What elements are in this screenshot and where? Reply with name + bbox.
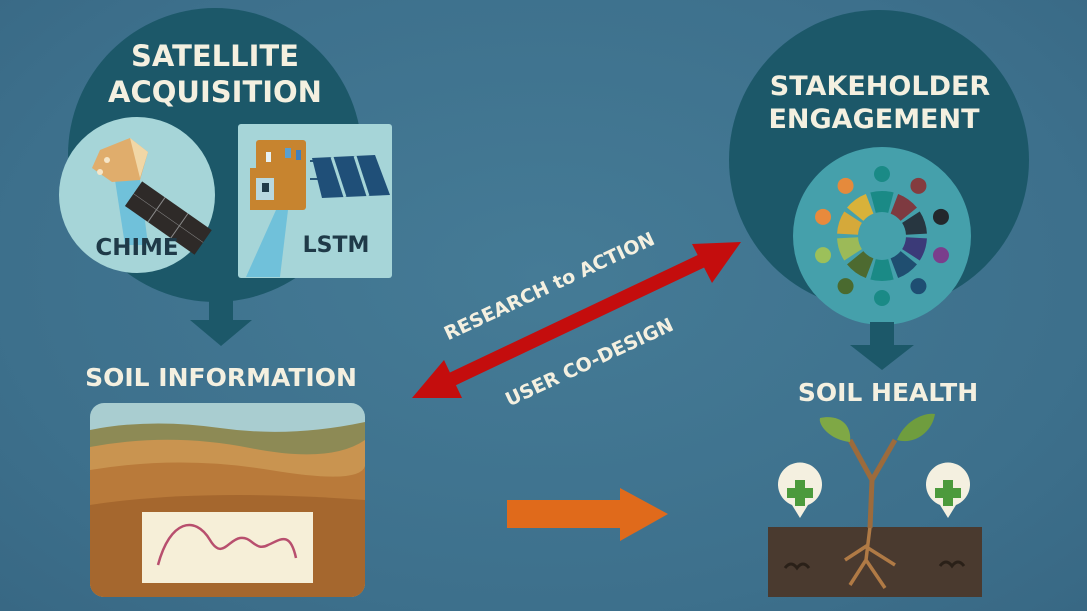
chime-label: CHIME xyxy=(95,235,178,261)
satellite-title-line2: ACQUISITION xyxy=(108,75,322,109)
person-head xyxy=(932,247,949,264)
plant-icon xyxy=(768,413,982,597)
stakeholder-engagement-node: STAKEHOLDER ENGAGEMENT xyxy=(729,10,1029,370)
person-head xyxy=(910,278,927,295)
wheel-segment xyxy=(902,237,927,261)
person-head xyxy=(932,208,949,225)
person-head xyxy=(837,177,854,194)
stakeholder-title-line1: STAKEHOLDER xyxy=(770,71,991,102)
soil-information-title: SOIL INFORMATION xyxy=(85,363,357,392)
flow-arrow-icon xyxy=(507,488,668,541)
lstm-label: LSTM xyxy=(303,233,370,258)
plus-pin-icon xyxy=(926,462,970,518)
person-head xyxy=(874,166,890,182)
stakeholder-wheel-icon xyxy=(793,147,971,325)
soil-health-title: SOIL HEALTH xyxy=(798,378,978,407)
plus-pin-icon xyxy=(778,462,822,518)
lstm-satellite-icon xyxy=(238,124,392,278)
person-head xyxy=(815,247,832,264)
wheel-segment xyxy=(870,259,894,282)
stakeholder-title-line2: ENGAGEMENT xyxy=(768,104,980,135)
satellite-title-line1: SATELLITE xyxy=(131,39,299,73)
wheel-segment xyxy=(870,190,894,213)
research-action-double-arrow xyxy=(412,242,741,398)
down-arrow-icon xyxy=(850,322,914,370)
landscape-icon xyxy=(90,403,365,597)
wheel-segment xyxy=(902,211,927,235)
wheel-segment xyxy=(837,211,862,235)
wheel-segment xyxy=(890,251,917,279)
person-head xyxy=(910,177,927,194)
person-head xyxy=(815,208,832,225)
satellite-acquisition-node: SATELLITE ACQUISITION CHIME xyxy=(59,8,392,346)
wheel-segment xyxy=(847,193,874,221)
wheel-segment xyxy=(890,193,917,221)
person-head xyxy=(837,278,854,295)
chime-satellite-icon xyxy=(59,117,215,273)
user-co-design-label: USER CO-DESIGN xyxy=(502,314,677,411)
wheel-segment xyxy=(847,251,874,279)
down-arrow-icon xyxy=(190,298,252,346)
person-head xyxy=(874,290,890,306)
wheel-segment xyxy=(837,237,862,261)
